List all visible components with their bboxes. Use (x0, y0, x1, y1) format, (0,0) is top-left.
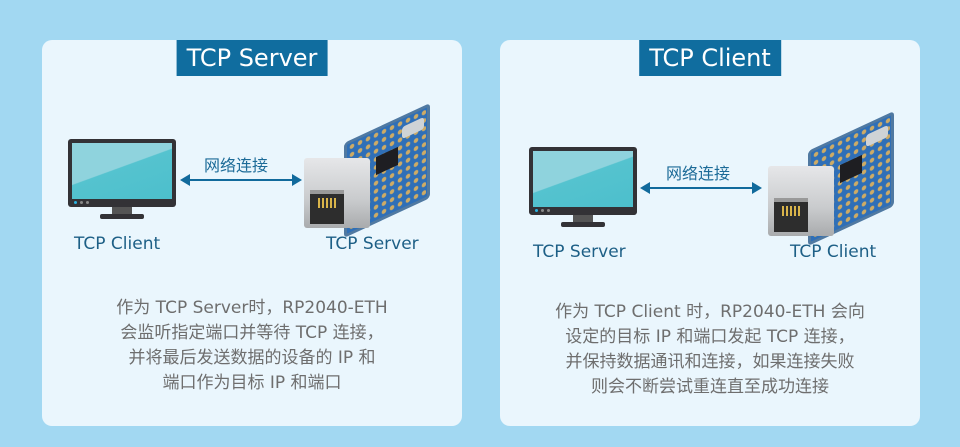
panel-title: TCP Client (639, 40, 781, 76)
board-label: TCP Server (326, 234, 419, 254)
description-line: 作为 TCP Server时，RP2040-ETH (116, 298, 388, 318)
description-line: 并将最后发送数据的设备的 IP 和 (128, 348, 376, 368)
monitor-icon (68, 139, 176, 221)
monitor-label: TCP Server (533, 242, 626, 262)
tcp-server-panel: TCP Server 网络连接 TCP Client TCP Server 作为… (42, 40, 462, 426)
panel-description: 作为 TCP Client 时，RP2040-ETH 会向 设定的目标 IP 和… (500, 300, 920, 400)
panel-title: TCP Server (176, 40, 328, 76)
double-arrow-icon (640, 182, 762, 194)
tcp-client-panel: TCP Client 网络连接 TCP Server TCP Client 作为… (500, 40, 920, 426)
description-line: 作为 TCP Client 时，RP2040-ETH 会向 (555, 302, 865, 322)
double-arrow-icon (180, 174, 302, 186)
monitor-label: TCP Client (74, 234, 161, 254)
description-line: 则会不断尝试重连直至成功连接 (591, 377, 829, 397)
network-connection-label: 网络连接 (204, 156, 269, 175)
description-line: 设定的目标 IP 和端口发起 TCP 连接， (565, 327, 855, 347)
monitor-icon (529, 147, 637, 229)
board-label: TCP Client (790, 242, 877, 262)
panel-description: 作为 TCP Server时，RP2040-ETH 会监听指定端口并等待 TCP… (42, 296, 462, 396)
description-line: 会监听指定端口并等待 TCP 连接， (120, 323, 384, 343)
description-line: 端口作为目标 IP 和端口 (162, 373, 342, 393)
description-line: 并保持数据通讯和连接，如果连接失败 (565, 352, 855, 372)
network-connection-label: 网络连接 (666, 164, 731, 183)
rp2040-eth-board-icon (768, 110, 898, 247)
rp2040-eth-board-icon (304, 102, 434, 239)
